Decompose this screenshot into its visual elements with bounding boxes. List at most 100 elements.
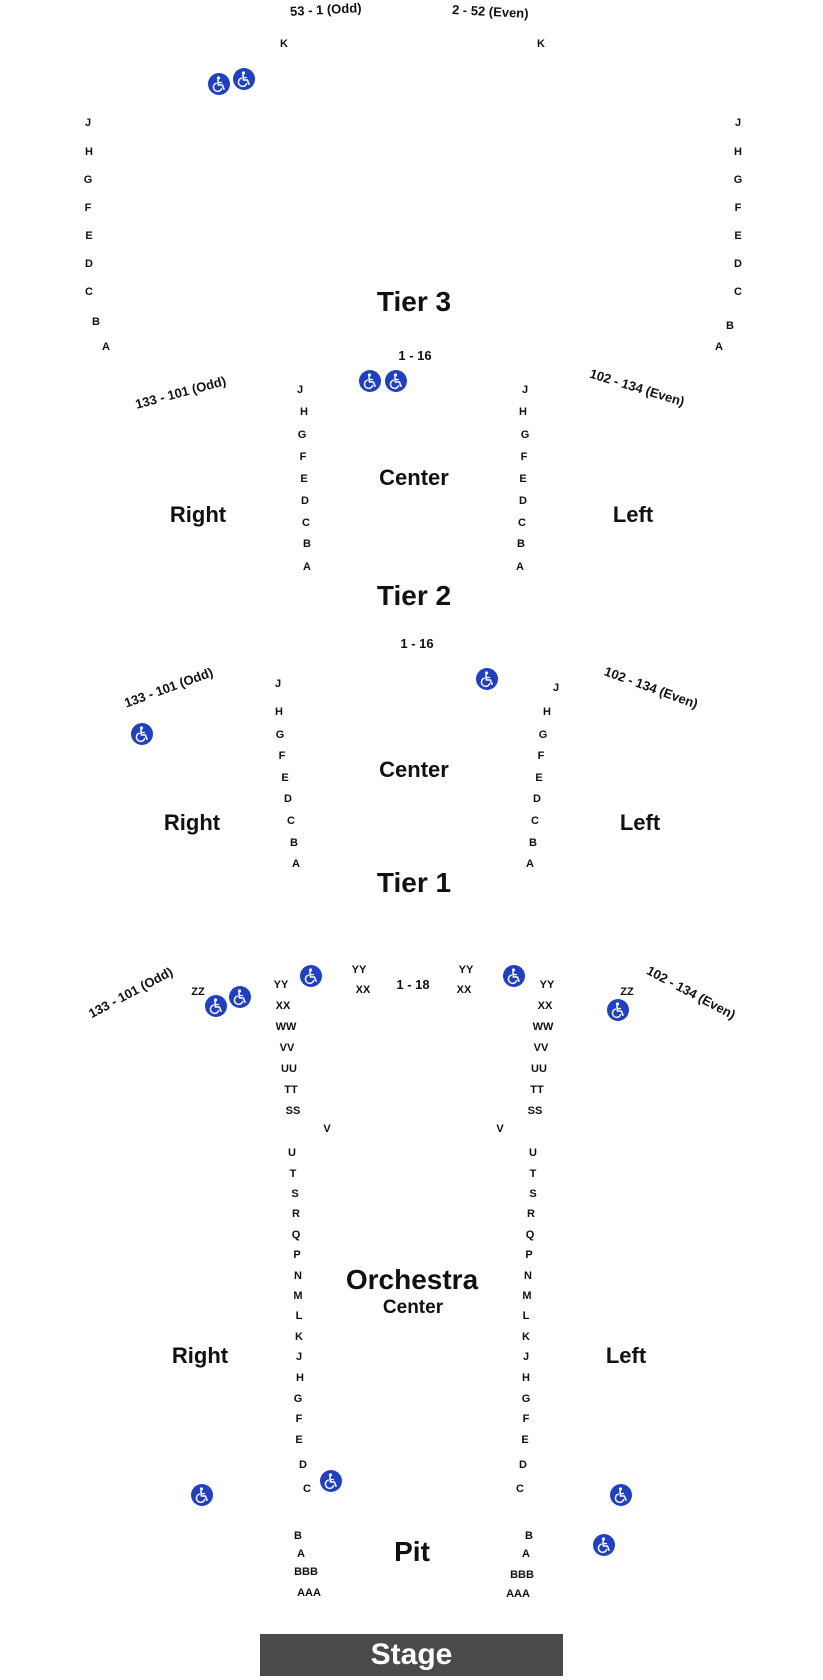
row-label-orchestra-left-q[interactable]: Q [525,1229,535,1241]
row-label-tier2-right-a[interactable]: A [303,561,311,573]
row-label-orchestra-right-k[interactable]: K [295,1331,303,1343]
wheelchair-icon[interactable] [607,999,629,1021]
row-label-orchestra-left-h[interactable]: H [522,1372,530,1384]
row-label-tier2-left-j[interactable]: J [521,384,529,396]
orchestra-left-label[interactable]: Left [605,1343,647,1368]
row-label-tier1-right-j[interactable]: J [274,678,282,690]
row-label-tier2-left-h[interactable]: H [519,406,527,418]
wheelchair-icon[interactable] [503,965,525,987]
tier3-row-k-right[interactable]: K [280,38,288,50]
row-label-tier3-left-b[interactable]: B [726,320,734,332]
row-label-tier2-left-c[interactable]: C [518,517,526,529]
row-label-tier1-left-b[interactable]: B [529,837,537,849]
row-label-orchestra-right-uu[interactable]: UU [281,1063,297,1075]
row-label-tier3-right-f[interactable]: F [84,202,92,214]
row-label-orchestra-right-u[interactable]: U [288,1147,296,1159]
wheelchair-icon[interactable] [208,73,230,95]
row-label-tier3-left-g[interactable]: G [733,174,743,186]
row-label-tier2-right-c[interactable]: C [302,517,310,529]
row-label-orchestra-left-u[interactable]: U [529,1147,537,1159]
row-label-orchestra-left-s[interactable]: S [529,1188,537,1200]
row-label-orchestra-left-j[interactable]: J [522,1351,530,1363]
row-label-orchestra-left-g[interactable]: G [521,1393,531,1405]
row-label-tier1-right-g[interactable]: G [275,729,285,741]
orchestra-row-zz-right[interactable]: ZZ [191,986,205,998]
row-label-tier1-left-d[interactable]: D [533,793,541,805]
wheelchair-icon[interactable] [593,1534,615,1556]
orchestra-row-v-right[interactable]: V [323,1123,331,1135]
row-label-tier1-left-c[interactable]: C [531,815,539,827]
row-label-tier3-left-d[interactable]: D [734,258,742,270]
row-label-orchestra-left-e[interactable]: E [521,1434,529,1446]
orchestra-row-yy-center-right[interactable]: YY [458,964,474,976]
row-label-tier3-left-f[interactable]: F [734,202,742,214]
row-label-orchestra-left-t[interactable]: T [529,1168,537,1180]
row-label-orchestra-right-l[interactable]: L [295,1310,303,1322]
row-label-pit-right-a[interactable]: A [297,1548,305,1560]
row-label-tier1-right-a[interactable]: A [292,858,300,870]
row-label-orchestra-left-f[interactable]: F [522,1413,530,1425]
row-label-tier2-left-g[interactable]: G [520,429,530,441]
row-label-orchestra-left-tt[interactable]: TT [530,1084,544,1096]
row-label-tier3-right-a[interactable]: A [102,341,110,353]
orchestra-row-yy-center-left[interactable]: YY [351,964,367,976]
row-label-tier1-left-f[interactable]: F [537,750,545,762]
row-label-orchestra-left-ww[interactable]: WW [532,1021,554,1033]
row-label-orchestra-right-s[interactable]: S [291,1188,299,1200]
row-label-orchestra-right-c[interactable]: C [303,1483,311,1495]
wheelchair-icon[interactable] [359,370,381,392]
row-label-tier2-right-g[interactable]: G [297,429,307,441]
row-label-pit-right-aaa[interactable]: AAA [297,1587,321,1599]
row-label-pit-right-bbb[interactable]: BBB [294,1566,318,1578]
orchestra-right-label[interactable]: Right [171,1343,229,1368]
wheelchair-icon[interactable] [233,68,255,90]
row-label-tier1-right-c[interactable]: C [287,815,295,827]
row-label-tier3-left-c[interactable]: C [734,286,742,298]
row-label-orchestra-left-d[interactable]: D [519,1459,527,1471]
row-label-tier3-left-e[interactable]: E [734,230,742,242]
orchestra-row-zz-left[interactable]: ZZ [620,986,634,998]
row-label-tier2-right-f[interactable]: F [299,451,307,463]
row-label-tier2-right-e[interactable]: E [300,473,308,485]
row-label-tier3-left-a[interactable]: A [715,341,723,353]
tier1-left-label[interactable]: Left [619,810,661,835]
row-label-pit-left-aaa[interactable]: AAA [506,1588,530,1600]
row-label-tier2-right-j[interactable]: J [296,384,304,396]
row-label-tier2-right-b[interactable]: B [303,538,311,550]
wheelchair-icon[interactable] [229,986,251,1008]
wheelchair-icon[interactable] [131,723,153,745]
row-label-orchestra-right-p[interactable]: P [293,1249,301,1261]
row-label-pit-left-a[interactable]: A [522,1548,530,1560]
row-label-tier1-right-b[interactable]: B [290,837,298,849]
row-label-tier1-right-f[interactable]: F [278,750,286,762]
row-label-orchestra-right-ww[interactable]: WW [275,1021,297,1033]
row-label-tier3-right-e[interactable]: E [85,230,93,242]
row-label-orchestra-right-f[interactable]: F [295,1413,303,1425]
row-label-tier3-right-j[interactable]: J [84,117,92,129]
row-label-orchestra-left-k[interactable]: K [522,1331,530,1343]
row-label-pit-left-bbb[interactable]: BBB [510,1569,534,1581]
wheelchair-icon[interactable] [205,995,227,1017]
row-label-orchestra-right-xx[interactable]: XX [275,1000,291,1012]
row-label-orchestra-right-d[interactable]: D [299,1459,307,1471]
wheelchair-icon[interactable] [191,1484,213,1506]
tier2-right-label[interactable]: Right [169,502,227,527]
row-label-orchestra-left-uu[interactable]: UU [531,1063,547,1075]
row-label-tier3-right-d[interactable]: D [85,258,93,270]
wheelchair-icon[interactable] [476,668,498,690]
row-label-pit-right-b[interactable]: B [294,1530,302,1542]
row-label-tier1-left-h[interactable]: H [543,706,551,718]
row-label-tier2-left-e[interactable]: E [519,473,527,485]
row-label-tier2-left-b[interactable]: B [517,538,525,550]
row-label-orchestra-right-h[interactable]: H [296,1372,304,1384]
row-label-orchestra-right-yy[interactable]: YY [273,979,289,991]
pit-title[interactable]: Pit [394,1536,430,1567]
row-label-orchestra-right-m[interactable]: M [293,1290,303,1302]
row-label-orchestra-right-ss[interactable]: SS [285,1105,301,1117]
row-label-orchestra-left-ss[interactable]: SS [527,1105,543,1117]
row-label-tier1-right-e[interactable]: E [281,772,289,784]
row-label-orchestra-left-n[interactable]: N [524,1270,532,1282]
row-label-orchestra-right-j[interactable]: J [295,1351,303,1363]
row-label-tier3-right-b[interactable]: B [92,316,100,328]
row-label-orchestra-left-yy[interactable]: YY [539,979,555,991]
